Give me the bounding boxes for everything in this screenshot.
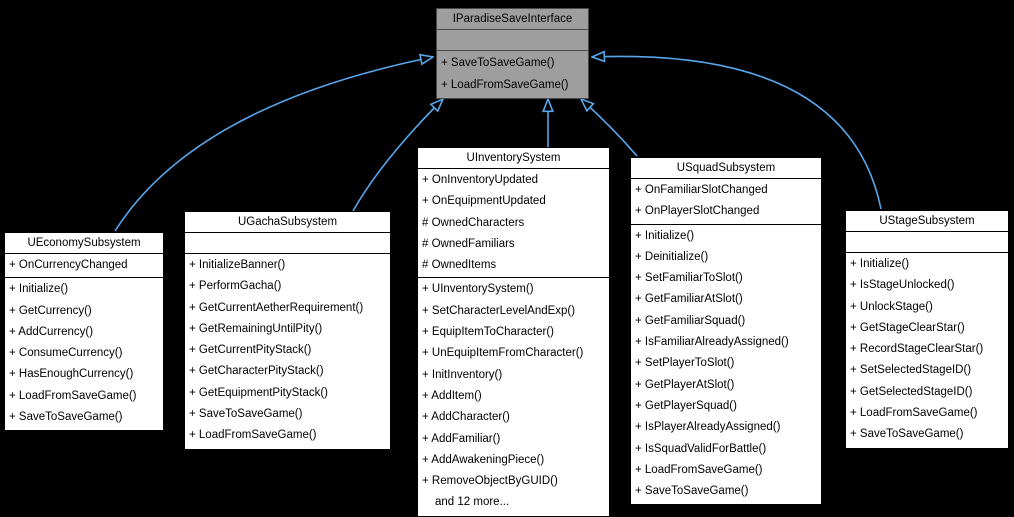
member-row: + GetSelectedStageID() (850, 385, 973, 398)
member-row: + LoadFromSaveGame() (189, 429, 317, 442)
member-row: + GetFamiliarSquad() (635, 314, 746, 327)
member-row: + SetCharacterLevelAndExp() (422, 304, 576, 317)
methods-section: + Initialize() + IsStageUnlocked() + Unloc… (846, 253, 1008, 448)
class-node-ugachasubsystem[interactable]: UGachaSubsystem + InitializeBanner() + Pe… (184, 211, 391, 450)
class-title: UStageSubsystem (846, 211, 1008, 232)
member-row: + Initialize() (9, 283, 69, 296)
member-row: + PerformGacha() (189, 280, 282, 293)
member-row: + InitializeBanner() (189, 259, 286, 271)
methods-section: + SaveToSaveGame() + LoadFromSaveGame() (437, 51, 588, 98)
member-row: + RecordStageClearStar() (850, 343, 984, 356)
member-row: + SaveToSaveGame() (850, 428, 964, 441)
member-row: + SaveToSaveGame() (441, 57, 555, 69)
member-row: + IsStageUnlocked() (850, 279, 955, 292)
member-row: + IsSquadValidForBattle() (635, 442, 767, 455)
member-row: + SaveToSaveGame() (9, 411, 123, 424)
attributes-section: + OnInventoryUpdated + OnEquipmentUpdated… (418, 169, 609, 279)
member-row: + EquipItemToCharacter() (422, 326, 554, 339)
member-row: + AddAwakeningPiece() (422, 453, 545, 466)
member-row: + SetPlayerToSlot() (635, 357, 735, 370)
attributes-section (846, 232, 1008, 253)
member-row: + UnlockStage() (850, 300, 933, 313)
member-row: + SetSelectedStageID() (850, 364, 972, 377)
methods-section: + Initialize() + Deinitialize() + SetFamil… (631, 225, 821, 505)
class-title: UGachaSubsystem (185, 212, 390, 233)
member-row: + IsFamiliarAlreadyAssigned() (635, 336, 789, 349)
member-row: + GetCharacterPityStack() (189, 365, 324, 378)
member-row: # OwnedFamiliars (422, 237, 515, 250)
member-row: + LoadFromSaveGame() (635, 463, 763, 476)
member-row: + OnFamiliarSlotChanged (635, 184, 768, 196)
arrow-economy-implements (114, 57, 433, 232)
member-row: + RemoveObjectByGUID() (422, 475, 558, 488)
member-row: and 12 more... (435, 496, 510, 509)
member-row: + Initialize() (850, 258, 910, 270)
class-title: UInventorySystem (418, 148, 609, 169)
member-row: + AddCurrency() (9, 325, 94, 338)
methods-section: + InitializeBanner() + PerformGacha() + Ge… (185, 254, 390, 449)
class-node-uinventorysystem[interactable]: UInventorySystem + OnInventoryUpdated+ O… (417, 147, 610, 517)
member-row: + GetCurrentPityStack() (189, 344, 312, 357)
member-row: + SaveToSaveGame() (189, 408, 303, 421)
member-row: + LoadFromSaveGame() (441, 79, 569, 91)
member-row: + GetFamiliarAtSlot() (635, 293, 743, 306)
member-row: + AddCharacter() (422, 411, 510, 424)
member-row: + OnInventoryUpdated (422, 174, 539, 186)
member-row: + LoadFromSaveGame() (9, 389, 137, 402)
member-row: + AddFamiliar() (422, 432, 501, 445)
member-row: + SaveToSaveGame() (635, 485, 749, 498)
member-row: + AddItem() (422, 389, 482, 402)
member-row: + InitInventory() (422, 368, 503, 381)
attributes-section: + OnCurrencyChanged (5, 254, 163, 279)
member-row: + Initialize() (635, 229, 695, 242)
member-row: + Deinitialize() (635, 250, 709, 263)
methods-section: + UInventorySystem() + SetCharacterLevelA… (418, 278, 609, 515)
member-row: + IsPlayerAlreadyAssigned() (635, 421, 781, 434)
member-row: # OwnedItems (422, 259, 497, 272)
member-row: + GetCurrentAetherRequirement() (189, 301, 364, 314)
member-row: + UInventorySystem() (422, 283, 534, 296)
member-row: + HasEnoughCurrency() (9, 368, 134, 381)
member-row: + GetCurrency() (9, 304, 92, 317)
member-row: + OnCurrencyChanged (9, 259, 128, 271)
attributes-section (437, 30, 588, 51)
member-row: + LoadFromSaveGame() (850, 407, 978, 420)
member-row: + GetEquipmentPityStack() (189, 386, 329, 399)
member-row: + GetRemainingUntilPity() (189, 322, 323, 335)
class-node-ueconomysubsystem[interactable]: UEconomySubsystem + OnCurrencyChanged + … (4, 232, 164, 432)
attributes-section: + OnFamiliarSlotChanged + OnPlayerSlotCha… (631, 179, 821, 225)
member-row: + GetPlayerAtSlot() (635, 378, 735, 391)
class-title: UEconomySubsystem (5, 233, 163, 254)
class-title: USquadSubsystem (631, 158, 821, 179)
member-row: + OnEquipmentUpdated (422, 195, 546, 208)
class-title: IParadiseSaveInterface (437, 9, 588, 30)
interface-node-iparadisesaveinterface[interactable]: IParadiseSaveInterface + SaveToSaveGame(… (436, 8, 589, 99)
member-row: + UnEquipItemFromCharacter() (422, 347, 584, 360)
member-row: + ConsumeCurrency() (9, 347, 123, 360)
member-row: + GetPlayerSquad() (635, 399, 737, 412)
methods-section: + Initialize() + GetCurrency() + AddCurren… (5, 278, 163, 430)
member-row: + OnPlayerSlotChanged (635, 205, 760, 218)
attributes-section (185, 233, 390, 254)
member-row: # OwnedCharacters (422, 216, 525, 229)
member-row: + SetFamiliarToSlot() (635, 272, 743, 285)
class-node-usquadsubsystem[interactable]: USquadSubsystem + OnFamiliarSlotChanged+… (630, 157, 822, 506)
member-row: + GetStageClearStar() (850, 321, 965, 334)
class-node-ustagesubsystem[interactable]: UStageSubsystem + Initialize() + IsStageU… (845, 210, 1009, 449)
